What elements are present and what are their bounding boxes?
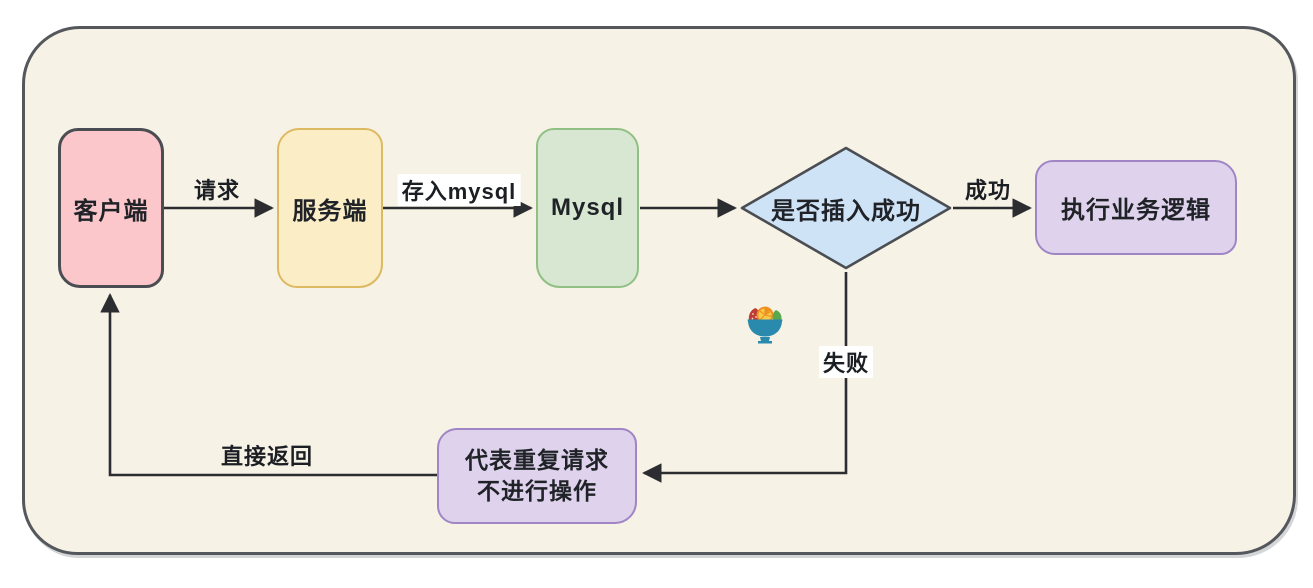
node-server: 服务端 [277,128,383,288]
node-execute-label: 执行业务逻辑 [1061,197,1211,224]
node-decision-label: 是否插入成功 [771,197,921,225]
node-mysql-label: Mysql [550,194,624,221]
node-client: 客户端 [58,128,164,288]
edge-label-store-mysql: 存入mysql [397,174,521,206]
edge-decision-duplicate [642,272,848,483]
edge-duplicate-client [100,293,437,477]
node-client-label: 客户端 [73,197,149,225]
node-duplicate-label-line1: 代表重复请求 [465,446,609,473]
node-execute: 执行业务逻辑 [1035,160,1237,255]
node-server-label: 服务端 [292,197,368,225]
node-duplicate-label-line2: 不进行操作 [477,478,597,504]
edge-label-success: 成功 [964,178,1012,203]
edge-label-direct-return: 直接返回 [220,444,314,469]
fruit-bowl-icon [747,306,783,344]
node-duplicate-request: 代表重复请求 不进行操作 [437,428,637,524]
node-mysql: Mysql [536,128,639,288]
node-decision-diamond: 是否插入成功 [740,146,952,270]
edge-label-failure: 失败 [818,346,874,378]
edge-label-request: 请求 [193,178,241,203]
diamond-shape [740,146,952,270]
